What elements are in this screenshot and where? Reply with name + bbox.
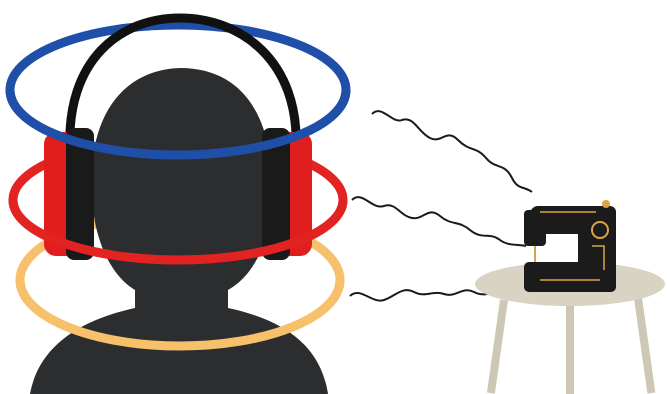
sound-wave-top: [372, 111, 532, 192]
sewing-machine-icon: [524, 200, 616, 292]
table-leg-center: [566, 304, 574, 394]
sound-wave-middle: [352, 197, 526, 246]
table-leg-left: [487, 299, 508, 393]
table-leg-right: [634, 297, 655, 393]
machine-spool: [602, 200, 610, 208]
machine-head: [524, 210, 546, 246]
